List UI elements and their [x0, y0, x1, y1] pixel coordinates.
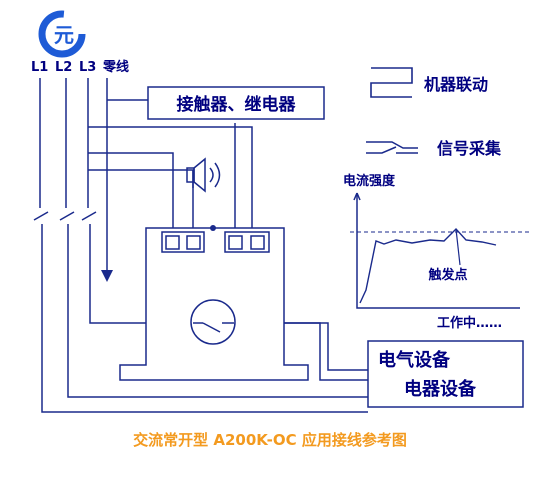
- signal-symbol-icon: [366, 141, 418, 154]
- equipment-line1: 电气设备: [378, 349, 451, 371]
- line-neutral-label: 零线: [102, 59, 129, 75]
- line-l2-label: L2: [55, 60, 72, 75]
- logo-ring-icon: [38, 10, 86, 58]
- logo-glyph: 元: [54, 23, 74, 47]
- current-curve: [359, 227, 497, 304]
- legend-signal-label: 信号采集: [437, 139, 502, 158]
- linkage-symbol-icon: [370, 67, 413, 98]
- legend-linkage-label: 机器联动: [424, 75, 488, 94]
- terminal-block: [161, 231, 270, 253]
- speaker-icon: [186, 157, 221, 193]
- current-graph: 电流强度 触发点 工作中……: [343, 173, 530, 331]
- equipment-box: 电气设备 电器设备: [367, 340, 524, 408]
- logo: 元: [38, 10, 86, 58]
- contactor-box: 接触器、继电器: [147, 86, 325, 120]
- wires: [39, 78, 368, 413]
- legend-signal: 信号采集: [366, 139, 502, 158]
- graph-ylabel: 电流强度: [343, 173, 396, 189]
- contactor-box-label: 接触器、继电器: [177, 94, 297, 115]
- sensor-switch-icon: [190, 299, 236, 345]
- diagram-caption: 交流常开型 A200K-OC 应用接线参考图: [133, 431, 407, 449]
- line-l3-label: L3: [79, 60, 96, 75]
- graph-trigger-label: 触发点: [427, 267, 467, 283]
- legend-linkage: 机器联动: [370, 67, 488, 98]
- graph-xlabel: 工作中……: [437, 315, 502, 331]
- equipment-line2: 电器设备: [404, 378, 477, 400]
- break-marks: [33, 211, 97, 221]
- line-l1-label: L1: [31, 60, 48, 75]
- protector-device: [119, 225, 309, 381]
